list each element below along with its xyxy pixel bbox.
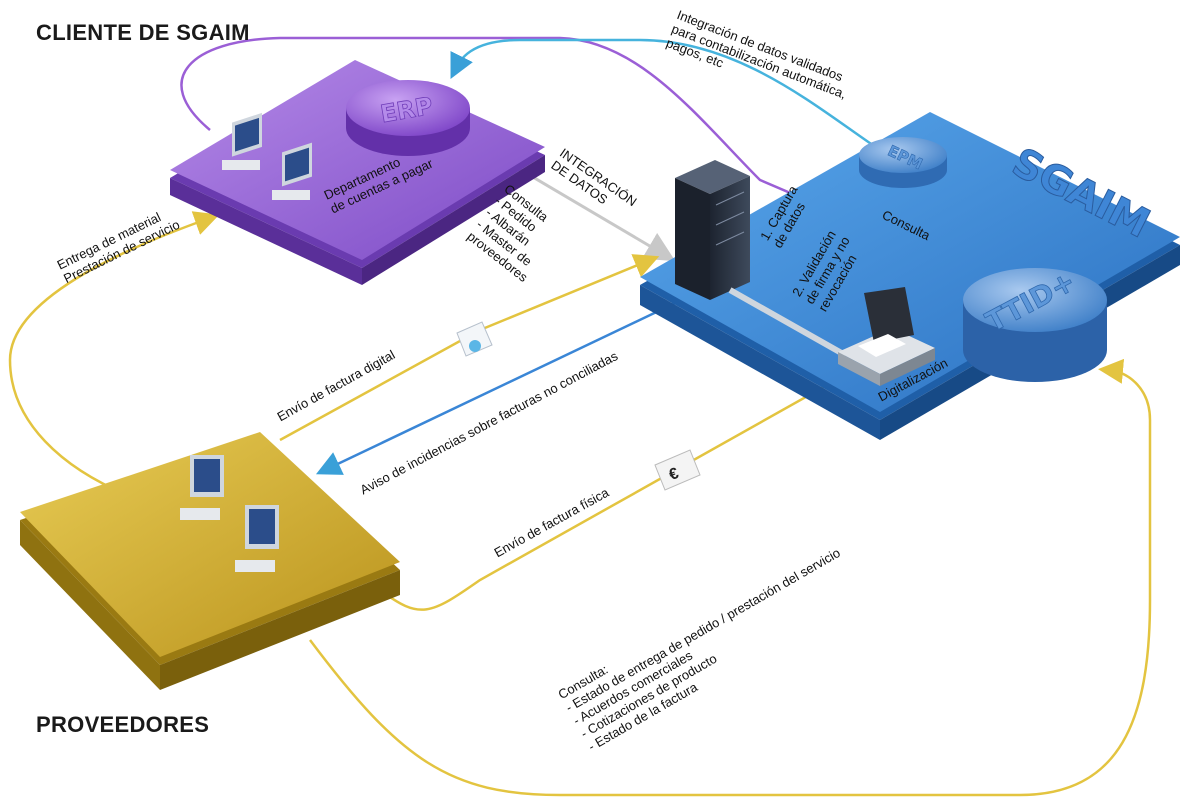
supplier-computer-1 [180,455,224,520]
line-entrega-gold [8,211,220,502]
conveyor-rail [728,287,847,358]
epm-disc [859,137,947,188]
digital-invoice-icon [456,321,493,357]
line-integracion-blue [450,38,881,152]
paper-invoice-icon: € [654,449,701,491]
suppliers-title: PROVEEDORES [36,712,210,737]
line-factura-fisica [379,370,854,611]
server-icon [675,160,750,300]
line-consulta-gold [309,358,1152,797]
client-title: CLIENTE DE SGAIM [36,20,250,45]
ttid-disc [963,268,1107,382]
supplier-computer-2 [235,505,279,572]
scanner-icon [838,287,935,386]
client-computer-2 [272,142,312,200]
line-consulta-purple [180,36,985,278]
supplier-platform [20,432,400,690]
line-aviso-blue [315,294,691,475]
erp-disc [346,80,470,156]
client-computer-1 [222,112,262,170]
